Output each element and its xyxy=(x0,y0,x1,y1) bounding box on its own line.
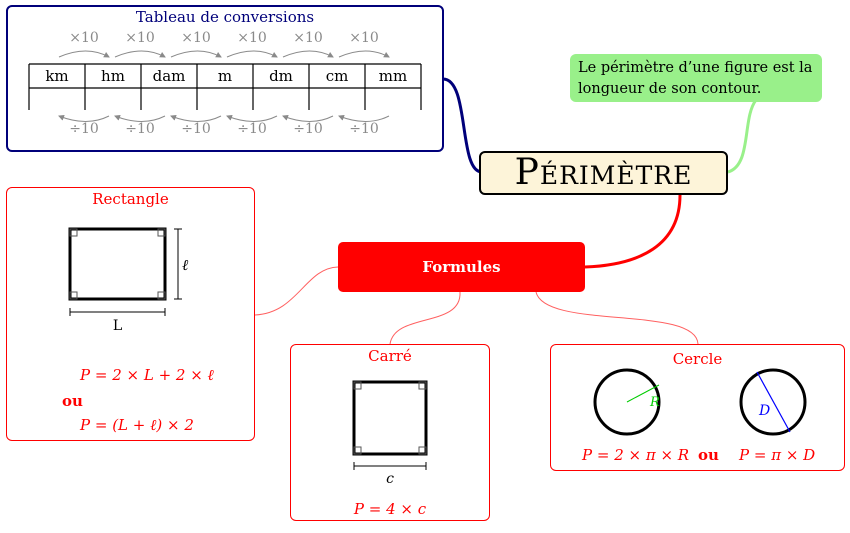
mult-label: ×10 xyxy=(125,30,155,46)
connector-formules xyxy=(584,194,682,269)
table-column-lines xyxy=(28,64,422,110)
unit-m: m xyxy=(217,67,233,85)
unit-dm: dm xyxy=(269,67,293,85)
connector-cercle xyxy=(535,291,699,345)
div-label: ÷10 xyxy=(293,121,323,137)
conversion-table-box xyxy=(6,5,444,152)
definition-box: Le périmètre d’une figure est la longueu… xyxy=(570,54,822,102)
connector-carre xyxy=(389,291,461,345)
circle-box xyxy=(550,344,845,471)
rectangle-formula-2: P = (L + ℓ) × 2 xyxy=(80,416,194,434)
div-label: ÷10 xyxy=(125,121,155,137)
unit-mm: mm xyxy=(378,67,408,85)
formulas-title: Formules xyxy=(422,258,501,276)
unit-cm: cm xyxy=(325,67,349,85)
formulas-box: Formules xyxy=(338,242,585,292)
mult-label: ×10 xyxy=(349,30,379,46)
connector-rectangle xyxy=(254,266,339,316)
main-title-box: Périmètre xyxy=(479,151,728,195)
circle-formula-1: P = 2 × π × R xyxy=(582,446,690,464)
mult-label: ×10 xyxy=(293,30,323,46)
div-arrows xyxy=(58,115,390,122)
unit-km: km xyxy=(45,67,69,85)
circle-diameter-label: D xyxy=(759,403,771,419)
mult-label: ×10 xyxy=(69,30,99,46)
rectangle-box xyxy=(6,187,255,441)
connector-conversion xyxy=(442,77,483,174)
square-box xyxy=(290,344,490,521)
div-label: ÷10 xyxy=(349,121,379,137)
circle-radius-label: R xyxy=(650,395,660,410)
conversion-title: Tableau de conversions xyxy=(135,8,315,26)
square-side-label: c xyxy=(386,471,394,487)
unit-dam: dam xyxy=(152,67,186,85)
connector-definition xyxy=(727,99,758,174)
rectangle-title: Rectangle xyxy=(92,190,169,208)
div-label: ÷10 xyxy=(237,121,267,137)
rectangle-formula-1: P = 2 × L + 2 × ℓ xyxy=(80,366,214,384)
mult-label: ×10 xyxy=(181,30,211,46)
div-label: ÷10 xyxy=(69,121,99,137)
rectangle-length-label: L xyxy=(112,318,123,334)
div-label: ÷10 xyxy=(181,121,211,137)
mult-arrows xyxy=(58,50,390,58)
square-title: Carré xyxy=(368,347,412,365)
square-formula: P = 4 × c xyxy=(353,500,427,518)
circle-title: Cercle xyxy=(672,350,723,368)
circle-or: ou xyxy=(698,446,719,464)
mult-label: ×10 xyxy=(237,30,267,46)
circle-formula-2: P = π × D xyxy=(739,446,816,464)
definition-text: Le périmètre d’une figure est la longueu… xyxy=(578,60,813,97)
main-title: Périmètre xyxy=(514,152,693,193)
rectangle-or: ou xyxy=(62,392,83,410)
rectangle-width-label: ℓ xyxy=(182,256,189,274)
unit-hm: hm xyxy=(101,67,125,85)
